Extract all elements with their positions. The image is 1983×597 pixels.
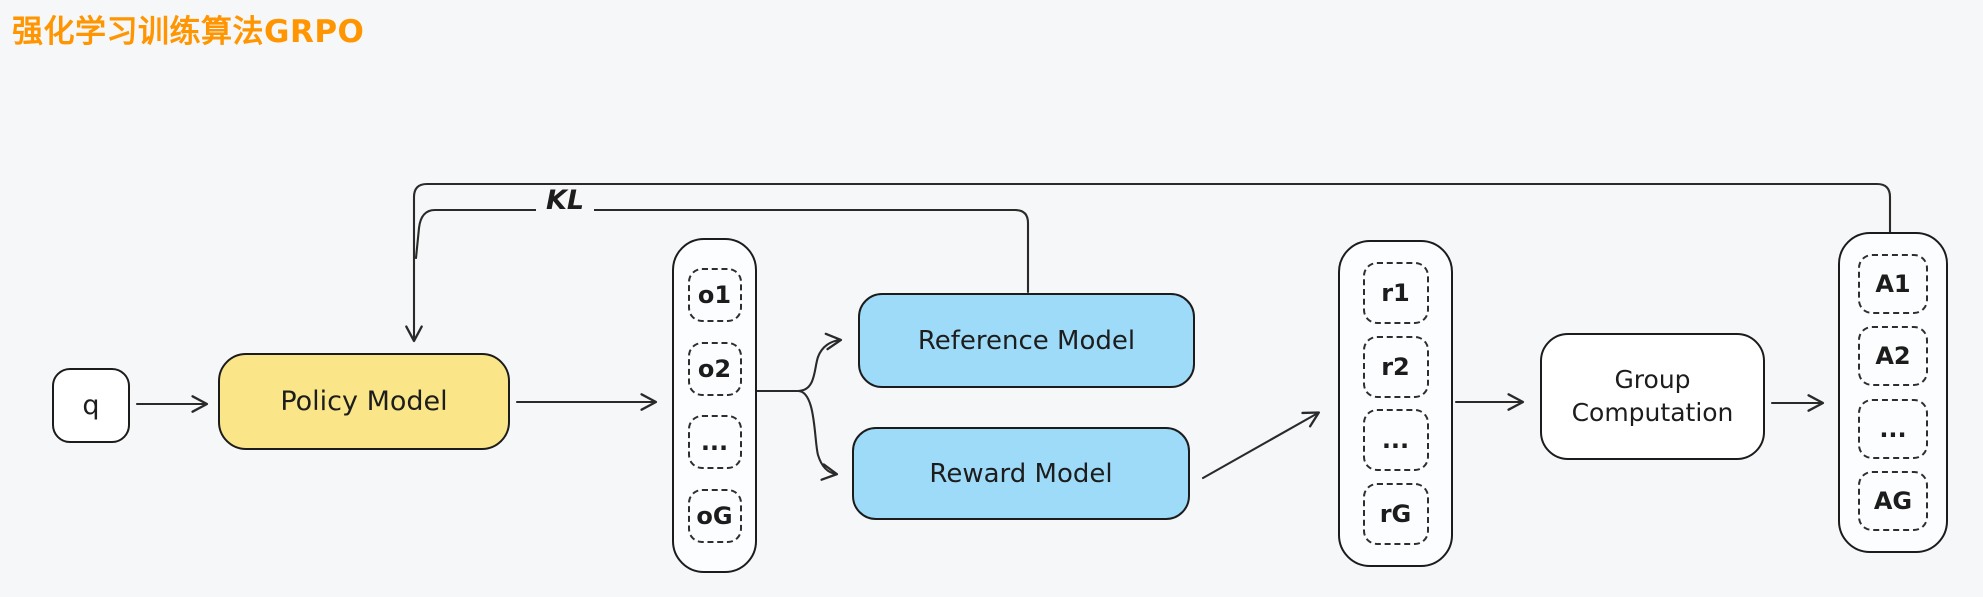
reward-column: r1 r2 ... rG [1338, 240, 1453, 567]
output-item-ellipsis: ... [687, 415, 742, 470]
policy-model-node: Policy Model [218, 353, 510, 450]
edge-kl-reference-to-policy [414, 208, 1030, 294]
diagram-title: 强化学习训练算法GRPO [12, 14, 365, 50]
reward-item: r1 [1362, 261, 1429, 324]
advantage-item: A1 [1858, 254, 1928, 315]
query-node: q [52, 368, 130, 443]
output-item: o1 [687, 267, 742, 322]
edge-outputs-to-reference [796, 332, 843, 393]
kl-edge-label: KL [536, 185, 595, 216]
reward-model-node: Reward Model [852, 427, 1190, 520]
reward-item: r2 [1362, 335, 1429, 398]
reference-model-node: Reference Model [858, 293, 1195, 388]
edge-advantages-to-policy-top [405, 182, 1892, 343]
output-item: o2 [687, 341, 742, 396]
advantage-column: A1 A2 ... AG [1838, 232, 1948, 553]
edge-reward-to-rewards [1201, 411, 1320, 480]
edge-outputs-to-reward [796, 389, 839, 481]
advantage-item: A2 [1858, 326, 1928, 387]
reward-item-ellipsis: ... [1362, 409, 1429, 472]
output-item: oG [687, 489, 742, 544]
output-column: o1 o2 ... oG [672, 238, 757, 573]
advantage-item-ellipsis: ... [1858, 398, 1928, 459]
advantage-item: AG [1858, 470, 1928, 531]
reward-item: rG [1362, 483, 1429, 546]
group-computation-node: Group Computation [1540, 333, 1765, 460]
